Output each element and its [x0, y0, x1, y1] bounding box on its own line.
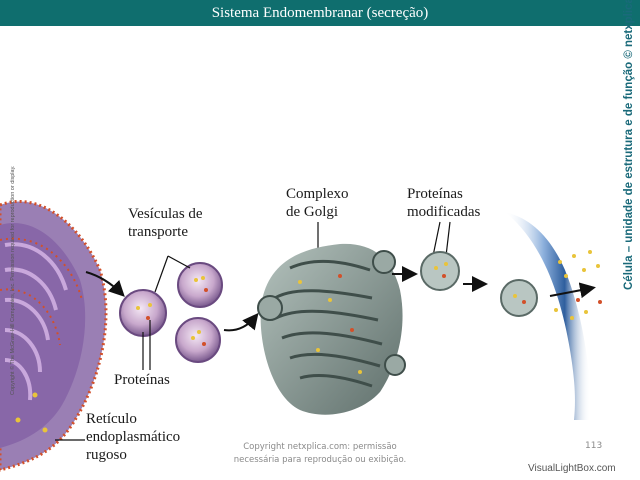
label-golgi: Complexo de Golgi: [286, 185, 349, 221]
transport-vesicles: [119, 262, 223, 363]
modified-protein-vesicle: [420, 251, 460, 291]
copyright-line1: Copyright netxplica.com: permissão: [243, 442, 397, 452]
label-vesicles-line2: transporte: [128, 224, 188, 240]
label-vesicles-line1: Vesículas de: [128, 206, 203, 222]
exocytosis-arrow: [549, 282, 596, 299]
copyright-notice: Copyright netxplica.com: permissão neces…: [220, 441, 420, 467]
label-golgi-line2: de Golgi: [286, 204, 339, 220]
side-caption-left: Copyright © The McGraw-Hill Companies, I…: [10, 165, 16, 395]
secretion-diagram: [0, 199, 602, 472]
secreted-proteins: [554, 250, 602, 320]
label-modified-proteins-line2: modificadas: [407, 204, 481, 220]
label-pointers: [55, 221, 451, 441]
rough-er: [0, 199, 108, 472]
arrow-er-to-vesicles: [85, 271, 125, 297]
label-modified-proteins-line1: Proteínas: [407, 186, 463, 202]
page-title-bar: Sistema Endomembranar (secreção): [0, 0, 640, 26]
label-rough-er-line3: rugoso: [86, 447, 127, 463]
label-rough-er: Retículo endoplasmático rugoso: [86, 410, 180, 464]
watermark: VisualLightBox.com: [528, 463, 616, 474]
plasma-membrane: [500, 212, 591, 420]
copyright-line2: necessária para reprodução ou exibição.: [233, 455, 407, 465]
side-caption-right: Célula – unidade de estrutura e de funçã…: [623, 0, 635, 290]
page-number: 113: [585, 441, 603, 451]
label-golgi-line1: Complexo: [286, 186, 349, 202]
label-rough-er-line1: Retículo: [86, 411, 137, 427]
golgi-apparatus: [257, 243, 406, 415]
label-proteins: Proteínas: [114, 372, 170, 388]
page-title: Sistema Endomembranar (secreção): [211, 5, 429, 21]
arrow-vesicles-to-golgi: [223, 312, 259, 332]
label-vesicles: Vesículas de transporte: [128, 205, 203, 241]
label-modified-proteins: Proteínas modificadas: [407, 185, 480, 221]
label-rough-er-line2: endoplasmático: [86, 429, 181, 445]
